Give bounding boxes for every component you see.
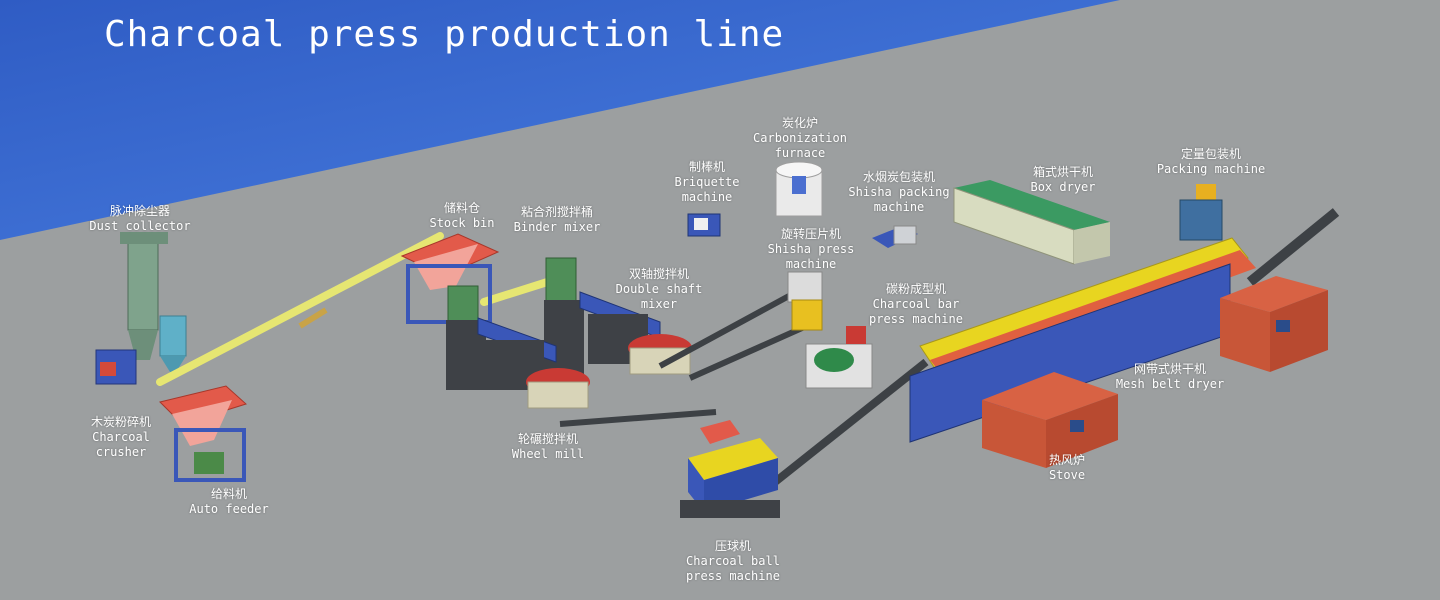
crusher-shape [95,349,137,385]
shisha-packing-en2: machine [873,200,925,214]
stove-zh: 热风炉 [1048,453,1085,467]
double-shaft-mixer-zh: 双轴搅拌机 [628,267,690,281]
mesh-belt-dryer-zh: 网带式烘干机 [1133,362,1206,376]
label-charcoal-crusher: 木炭粉碎机 Charcoal crusher [91,415,151,460]
stock-bin-en: Stock bin [429,216,495,230]
inclined-conveyors [559,208,1340,490]
label-dust-collector: 脉冲除尘器 Dust collector [89,204,190,234]
shisha-press-en1: Shisha press [767,242,855,256]
dust-collector-shape [120,232,187,372]
ball-press-en2: press machine [686,569,780,583]
label-stock-bin: 储料仓 Stock bin [429,201,494,231]
wheel-mill-en: Wheel mill [511,447,585,461]
shisha-packing-en1: Shisha packing [848,185,950,199]
shisha-press-shape [787,271,823,331]
charcoal-bar-press-en1: Charcoal bar [872,297,960,311]
binder-mixer-zh: 粘合剂搅拌桶 [520,205,594,219]
binder-mixer-en: Binder mixer [513,220,601,234]
stove-en: Stove [1048,468,1086,482]
ball-press-shape [680,420,780,518]
packing-machine-en: Packing machine [1156,162,1266,176]
page-title: Charcoal press production line [104,14,785,55]
label-briquette-machine: 制棒机 Briquette machine [674,160,739,205]
packing-machine-shape [1179,184,1223,241]
label-stove: 热风炉 Stove [1049,453,1085,483]
ball-press-en1: Charcoal ball [686,554,780,568]
shisha-press-zh: 旋转压片机 [780,227,842,241]
charcoal-bar-press-en2: press machine [869,312,963,326]
briquette-machine-shape [687,213,721,237]
auto-feeder-shape [159,385,247,482]
label-charcoal-bar-press: 碳粉成型机 Charcoal bar press machine [869,282,963,327]
carbonization-furnace-zh: 炭化炉 [781,116,819,130]
auto-feeder-zh: 给料机 [210,487,248,501]
charcoal-crusher-en2: crusher [95,445,147,459]
briquette-machine-en1: Briquette [674,175,740,189]
wheel-mill-shapes [526,334,692,409]
auto-feeder-en: Auto feeder [189,502,269,516]
carbonization-furnace-shape [775,161,823,217]
double-shaft-mixer-en1: Double shaft [615,282,703,296]
binder-mixer-shapes [446,257,584,390]
label-ball-press: 压球机 Charcoal ball press machine [686,539,780,584]
label-binder-mixer: 粘合剂搅拌桶 Binder mixer [514,205,601,235]
label-carbonization-furnace: 炭化炉 Carbonization furnace [753,116,847,161]
box-dryer-zh: 箱式烘干机 [1032,165,1093,179]
wheel-mill-zh: 轮碾搅拌机 [517,432,578,446]
box-dryer-en: Box dryer [1030,180,1096,194]
briquette-machine-zh: 制棒机 [688,160,725,174]
stock-bin-zh: 储料仓 [443,201,480,215]
charcoal-bar-press-shape [805,326,873,389]
mesh-belt-dryer-en: Mesh belt dryer [1115,377,1225,391]
carbonization-furnace-en1: Carbonization [753,131,847,145]
charcoal-crusher-zh: 木炭粉碎机 [90,415,152,429]
label-auto-feeder: 给料机 Auto feeder [189,487,268,517]
label-double-shaft-mixer: 双轴搅拌机 Double shaft mixer [616,267,703,312]
shisha-packing-zh: 水烟炭包装机 [862,170,935,184]
stove-shape [982,372,1118,468]
carbonization-furnace-en2: furnace [774,146,826,160]
shisha-packing-shape [872,225,918,248]
dust-collector-zh: 脉冲除尘器 [109,204,170,218]
label-box-dryer: 箱式烘干机 Box dryer [1030,165,1095,195]
dust-collector-en: Dust collector [89,219,191,233]
shisha-press-en2: machine [785,257,837,271]
charcoal-crusher-en1: Charcoal [92,430,150,444]
label-wheel-mill: 轮碾搅拌机 Wheel mill [512,432,584,462]
box-dryer-shape [953,180,1110,265]
ball-press-zh: 压球机 [714,539,752,553]
briquette-machine-en2: machine [681,190,733,204]
label-packing-machine: 定量包装机 Packing machine [1157,147,1265,177]
label-mesh-belt-dryer: 网带式烘干机 Mesh belt dryer [1116,362,1224,392]
label-shisha-press: 旋转压片机 Shisha press machine [768,227,855,272]
blue-banner [0,0,1120,240]
double-shaft-mixer-en2: mixer [640,297,678,311]
brick-dryer-box-shape [1220,276,1328,372]
packing-machine-zh: 定量包装机 [1180,147,1241,161]
charcoal-bar-press-zh: 碳粉成型机 [885,282,947,296]
label-shisha-packing: 水烟炭包装机 Shisha packing machine [848,170,949,215]
